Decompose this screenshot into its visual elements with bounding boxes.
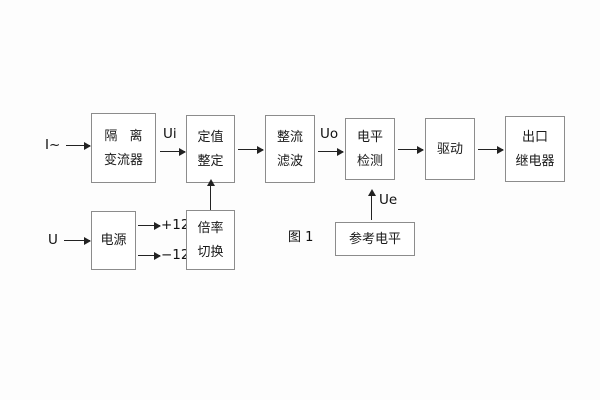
block-setting-value-line-2: 整定	[197, 153, 224, 169]
arrow-setting-value-to-rectify-filter	[238, 145, 264, 154]
block-rectify-filter: 整流 滤波	[265, 115, 315, 183]
arrow-level-detect-to-driver	[398, 145, 424, 154]
block-output-relay-line-1: 出口	[521, 129, 548, 145]
block-ratio-switch-line-1: 倍率	[197, 220, 224, 236]
block-rectify-filter-line-1: 整流	[276, 129, 303, 145]
block-isolation-ct: 隔 离 变流器	[91, 113, 156, 183]
block-driver-line-1: 驱动	[436, 141, 463, 157]
ue-signal-label: Ue	[379, 192, 398, 208]
block-reference-level: 参考电平	[335, 222, 415, 256]
block-level-detect-line-2: 检测	[356, 153, 383, 169]
block-reference-level-line-1: 参考电平	[348, 231, 401, 247]
block-driver: 驱动	[425, 118, 475, 180]
block-isolation-ct-line-2: 变流器	[103, 152, 143, 168]
voltage-input-label: U	[48, 232, 58, 248]
ui-signal-label: Ui	[163, 126, 177, 142]
block-ratio-switch: 倍率 切换	[186, 210, 235, 270]
arrow-driver-to-output-relay	[478, 145, 504, 154]
block-level-detect-line-1: 电平	[356, 129, 383, 145]
arrow-voltage-input-to-power-supply	[64, 236, 91, 245]
figure-caption: 图 1	[288, 230, 314, 245]
arrow-power-supply-negative-output	[138, 251, 161, 260]
block-level-detect: 电平 检测	[345, 118, 395, 180]
block-power-supply-line-1: 电源	[100, 233, 127, 248]
block-output-relay-line-2: 继电器	[515, 153, 555, 169]
arrow-rectify-filter-to-level-detect	[318, 147, 344, 156]
uo-signal-label: Uo	[320, 126, 339, 142]
arrow-reference-level-to-level-detect	[367, 189, 376, 220]
block-isolation-ct-line-1: 隔 离	[104, 128, 147, 144]
arrow-current-input-to-isolation-ct	[66, 141, 91, 150]
block-setting-value: 定值 整定	[186, 115, 235, 183]
block-ratio-switch-line-2: 切换	[197, 244, 224, 260]
current-input-label: I~	[45, 137, 61, 153]
arrow-power-supply-positive-output	[138, 221, 161, 230]
arrow-isolation-ct-to-setting-value	[160, 147, 186, 156]
block-setting-value-line-1: 定值	[197, 129, 224, 145]
block-power-supply: 电源	[91, 211, 136, 270]
block-rectify-filter-line-2: 滤波	[276, 153, 303, 169]
block-output-relay: 出口 继电器	[505, 116, 565, 182]
arrow-ratio-switch-to-setting-value	[206, 179, 215, 210]
